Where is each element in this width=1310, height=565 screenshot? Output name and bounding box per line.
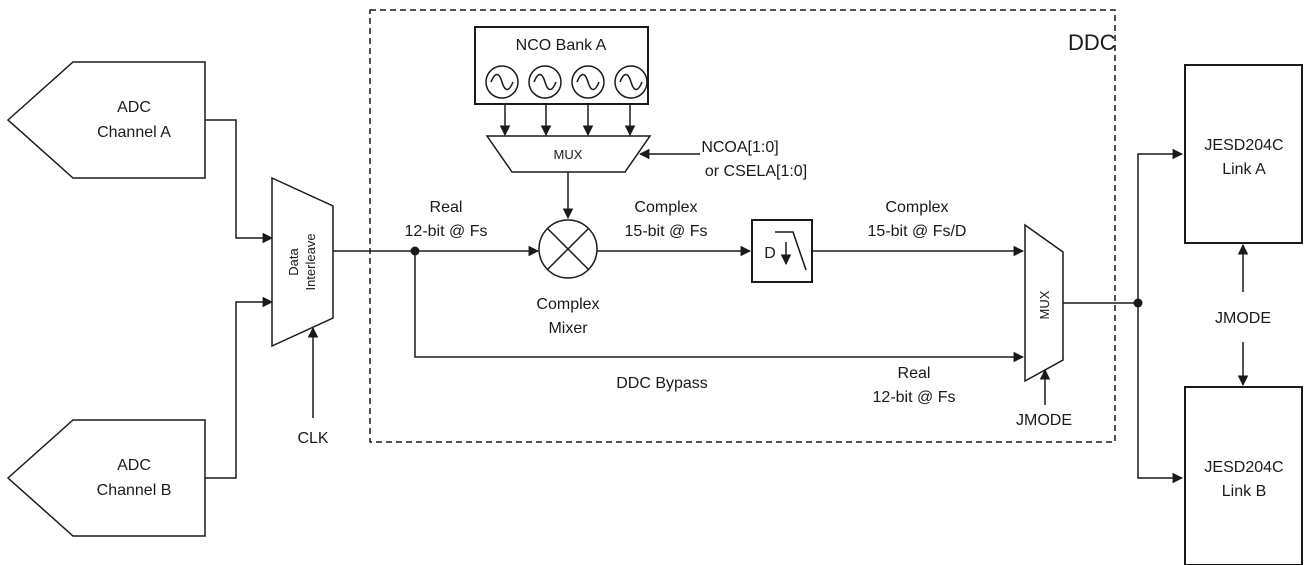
link-b-line2: Link B — [1222, 483, 1266, 500]
real-bypass-line1: Real — [898, 365, 931, 382]
jesd-link-a: JESD204C Link A — [1184, 64, 1303, 244]
nco-mux-label: MUX — [554, 147, 583, 162]
decimator-label: D — [764, 245, 776, 262]
jmode-mux-label: JMODE — [1016, 412, 1072, 429]
to-link-b-wire — [1137, 303, 1184, 484]
real-bypass-line2: 12-bit @ Fs — [873, 389, 956, 406]
adc-channel-b: ADC Channel B — [6, 419, 206, 537]
complex-mid-line1: Complex — [634, 199, 697, 216]
output-mux-label: MUX — [1037, 290, 1052, 319]
nco-bank-title: NCO Bank A — [516, 37, 607, 54]
oscillator-icon — [614, 65, 648, 99]
oscillator-icon — [528, 65, 562, 99]
adc-b-line1: ADC — [117, 457, 151, 474]
decimator: D — [751, 219, 813, 283]
adc-a-wire — [205, 119, 274, 244]
nco-to-mux-arrows — [499, 104, 636, 137]
ddc-boundary — [369, 9, 1116, 443]
jmode-links-label: JMODE — [1215, 310, 1271, 327]
bypass-wire — [414, 251, 1025, 363]
oscillator-icon — [485, 65, 519, 99]
real-in-line1: Real — [430, 199, 463, 216]
adc-b-wire — [205, 296, 274, 479]
link-a-line2: Link A — [1222, 161, 1266, 178]
link-b-line1: JESD204C — [1204, 459, 1283, 476]
real-in-line2: 12-bit @ Fs — [405, 223, 488, 240]
ddc-label: DDC — [1068, 30, 1116, 55]
bypass-label: DDC Bypass — [616, 375, 708, 392]
mixer-line2: Mixer — [548, 320, 588, 337]
clk-label: CLK — [297, 430, 328, 447]
output-mux: MUX — [1024, 223, 1064, 383]
data-interleave: Data Interleave — [271, 176, 334, 348]
adc-a-line1: ADC — [117, 99, 151, 116]
nco-select-line1: NCOA[1:0] — [701, 139, 778, 156]
jesd-link-b: JESD204C Link B — [1184, 386, 1303, 565]
complex-mixer — [538, 219, 598, 279]
adc-channel-a: ADC Channel A — [6, 61, 206, 179]
interleave-line2: Interleave — [303, 233, 318, 290]
mixer-line1: Complex — [536, 296, 599, 313]
complex-out-line1: Complex — [885, 199, 948, 216]
nco-select-line2: or CSELA[1:0] — [705, 163, 807, 180]
nco-mux: MUX — [485, 135, 652, 173]
to-link-a-wire — [1137, 148, 1184, 303]
oscillator-icon — [571, 65, 605, 99]
adc-a-line2: Channel A — [97, 124, 171, 141]
complex-out-line2: 15-bit @ Fs/D — [868, 223, 967, 240]
nco-bank: NCO Bank A — [474, 26, 649, 105]
complex-mid-line2: 15-bit @ Fs — [625, 223, 708, 240]
interleave-line1: Data — [286, 248, 301, 276]
adc-b-line2: Channel B — [97, 482, 172, 499]
link-a-line1: JESD204C — [1204, 137, 1283, 154]
